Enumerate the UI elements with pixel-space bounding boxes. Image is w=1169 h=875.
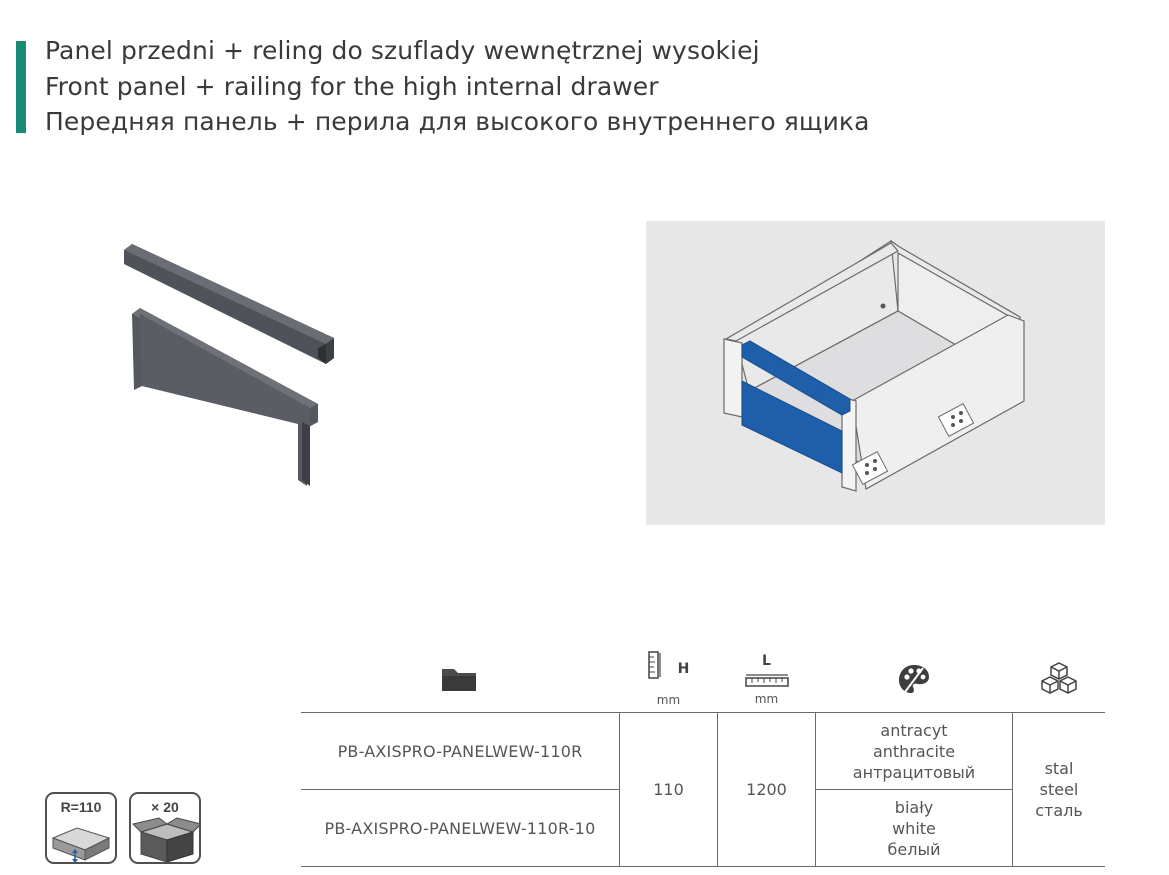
color-cell: antracyt anthracite антрацитовый bbox=[815, 712, 1013, 790]
length-ruler-icon bbox=[744, 673, 789, 687]
color-cell: biały white белый bbox=[815, 789, 1013, 867]
spec-table: H mm L mm bbox=[301, 645, 1105, 867]
product-code: PB-AXISPRO-PANELWEW-110R bbox=[301, 712, 620, 790]
height-unit: mm bbox=[656, 693, 681, 707]
length-column-header: L mm bbox=[718, 645, 816, 713]
page-title-polish: Panel przedni + reling do szuflady wewnę… bbox=[45, 36, 760, 65]
color-russian: белый bbox=[887, 839, 941, 859]
page-title-russian: Передняя панель + перила для высокого вн… bbox=[45, 107, 870, 136]
open-box-icon bbox=[132, 817, 199, 862]
folder-icon bbox=[442, 668, 477, 691]
accent-bar bbox=[16, 41, 26, 133]
length-letter: L bbox=[762, 653, 771, 669]
color-polish: biały bbox=[894, 797, 934, 817]
page-title-english: Front panel + railing for the high inter… bbox=[45, 72, 659, 101]
cubes-icon bbox=[1041, 661, 1077, 694]
color-column-header bbox=[816, 645, 1013, 713]
material-column-header bbox=[1013, 645, 1106, 713]
color-polish: antracyt bbox=[880, 720, 948, 740]
material-russian: сталь bbox=[1035, 801, 1083, 820]
product-code: PB-AXISPRO-PANELWEW-110R-10 bbox=[301, 789, 620, 867]
height-value: 110 bbox=[619, 712, 718, 867]
code-column-header bbox=[301, 645, 620, 713]
drawer-height-label: R=110 bbox=[60, 799, 102, 815]
drawer-height-badge: R=110 bbox=[45, 792, 117, 864]
material-english: steel bbox=[1039, 780, 1079, 799]
drawer-illustration-panel bbox=[646, 221, 1105, 525]
drawer-assembly-illustration bbox=[723, 239, 1025, 492]
palette-icon bbox=[899, 664, 929, 693]
length-unit: mm bbox=[754, 692, 779, 706]
drawer-height-icon bbox=[51, 827, 111, 862]
height-column-header: H mm bbox=[620, 645, 718, 713]
front-panel-and-railing-illustration bbox=[124, 244, 334, 486]
table-row: PB-AXISPRO-PANELWEW-110R 110 1200 antrac… bbox=[301, 712, 1105, 867]
pack-quantity-badge: × 20 bbox=[129, 792, 201, 864]
table-header-row: H mm L mm bbox=[301, 645, 1105, 713]
length-value: 1200 bbox=[717, 712, 816, 867]
color-english: white bbox=[892, 818, 936, 838]
height-ruler-icon bbox=[647, 651, 661, 679]
pack-quantity-label: × 20 bbox=[151, 799, 179, 815]
table-row: PB-AXISPRO-PANELWEW-110R-10 biały white … bbox=[301, 789, 1105, 867]
material-polish: stal bbox=[1044, 759, 1074, 778]
color-english: anthracite bbox=[872, 741, 956, 761]
height-letter: H bbox=[677, 661, 690, 677]
color-russian: антрацитовый bbox=[852, 762, 976, 782]
material-cell: stal steel сталь bbox=[1012, 712, 1105, 867]
